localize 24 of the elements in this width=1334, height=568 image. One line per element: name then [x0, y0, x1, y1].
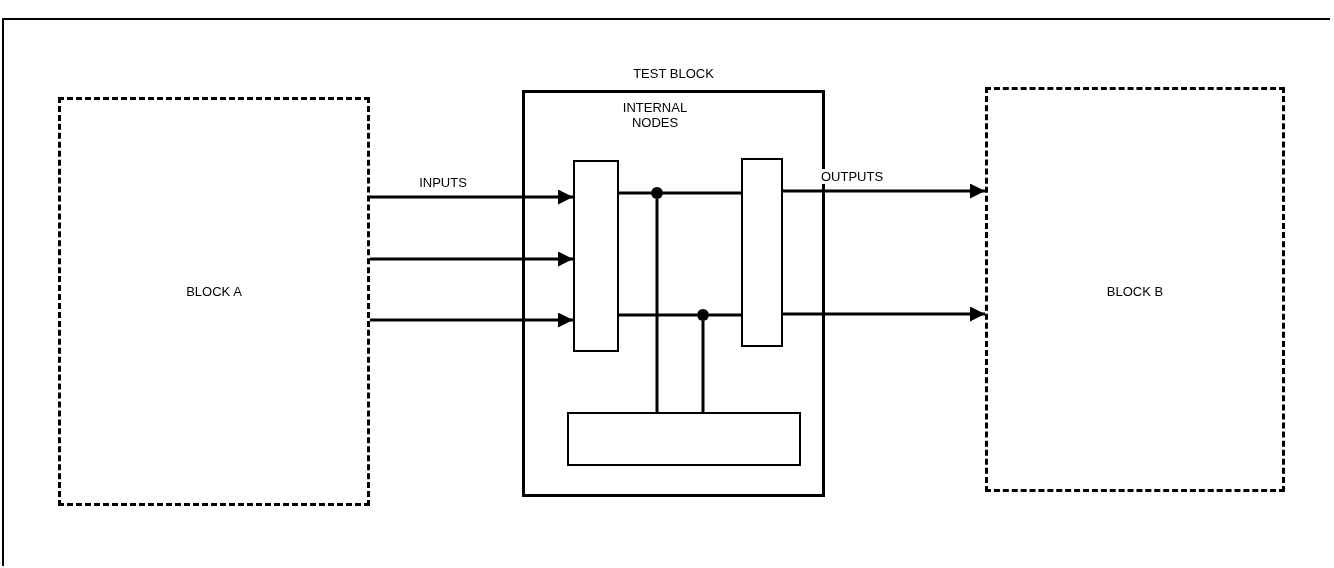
connector-line	[709, 313, 741, 317]
block-title: TEST BLOCK	[632, 66, 715, 81]
junction-dot	[651, 187, 663, 199]
arrow	[783, 306, 985, 322]
block-box	[985, 87, 1285, 492]
register-box	[573, 160, 619, 352]
connector-line	[619, 191, 651, 195]
block-box	[58, 97, 370, 506]
block-label: BLOCK B	[1105, 284, 1165, 300]
block-label: BLOCK A	[185, 284, 243, 300]
logic-box	[567, 412, 801, 466]
connector-line	[619, 313, 697, 317]
junction-dot	[697, 309, 709, 321]
arrow	[370, 251, 573, 267]
edge-label: OUTPUTS	[818, 169, 886, 184]
arrow	[370, 312, 573, 328]
register-box	[741, 158, 783, 347]
connector-line	[701, 321, 705, 412]
arrow	[783, 183, 985, 199]
connector-line	[655, 199, 659, 412]
arrow	[370, 189, 573, 205]
connector-line	[663, 191, 741, 195]
section-label: INTERNAL NODES	[621, 100, 689, 130]
edge-label: INPUTS	[417, 175, 469, 190]
